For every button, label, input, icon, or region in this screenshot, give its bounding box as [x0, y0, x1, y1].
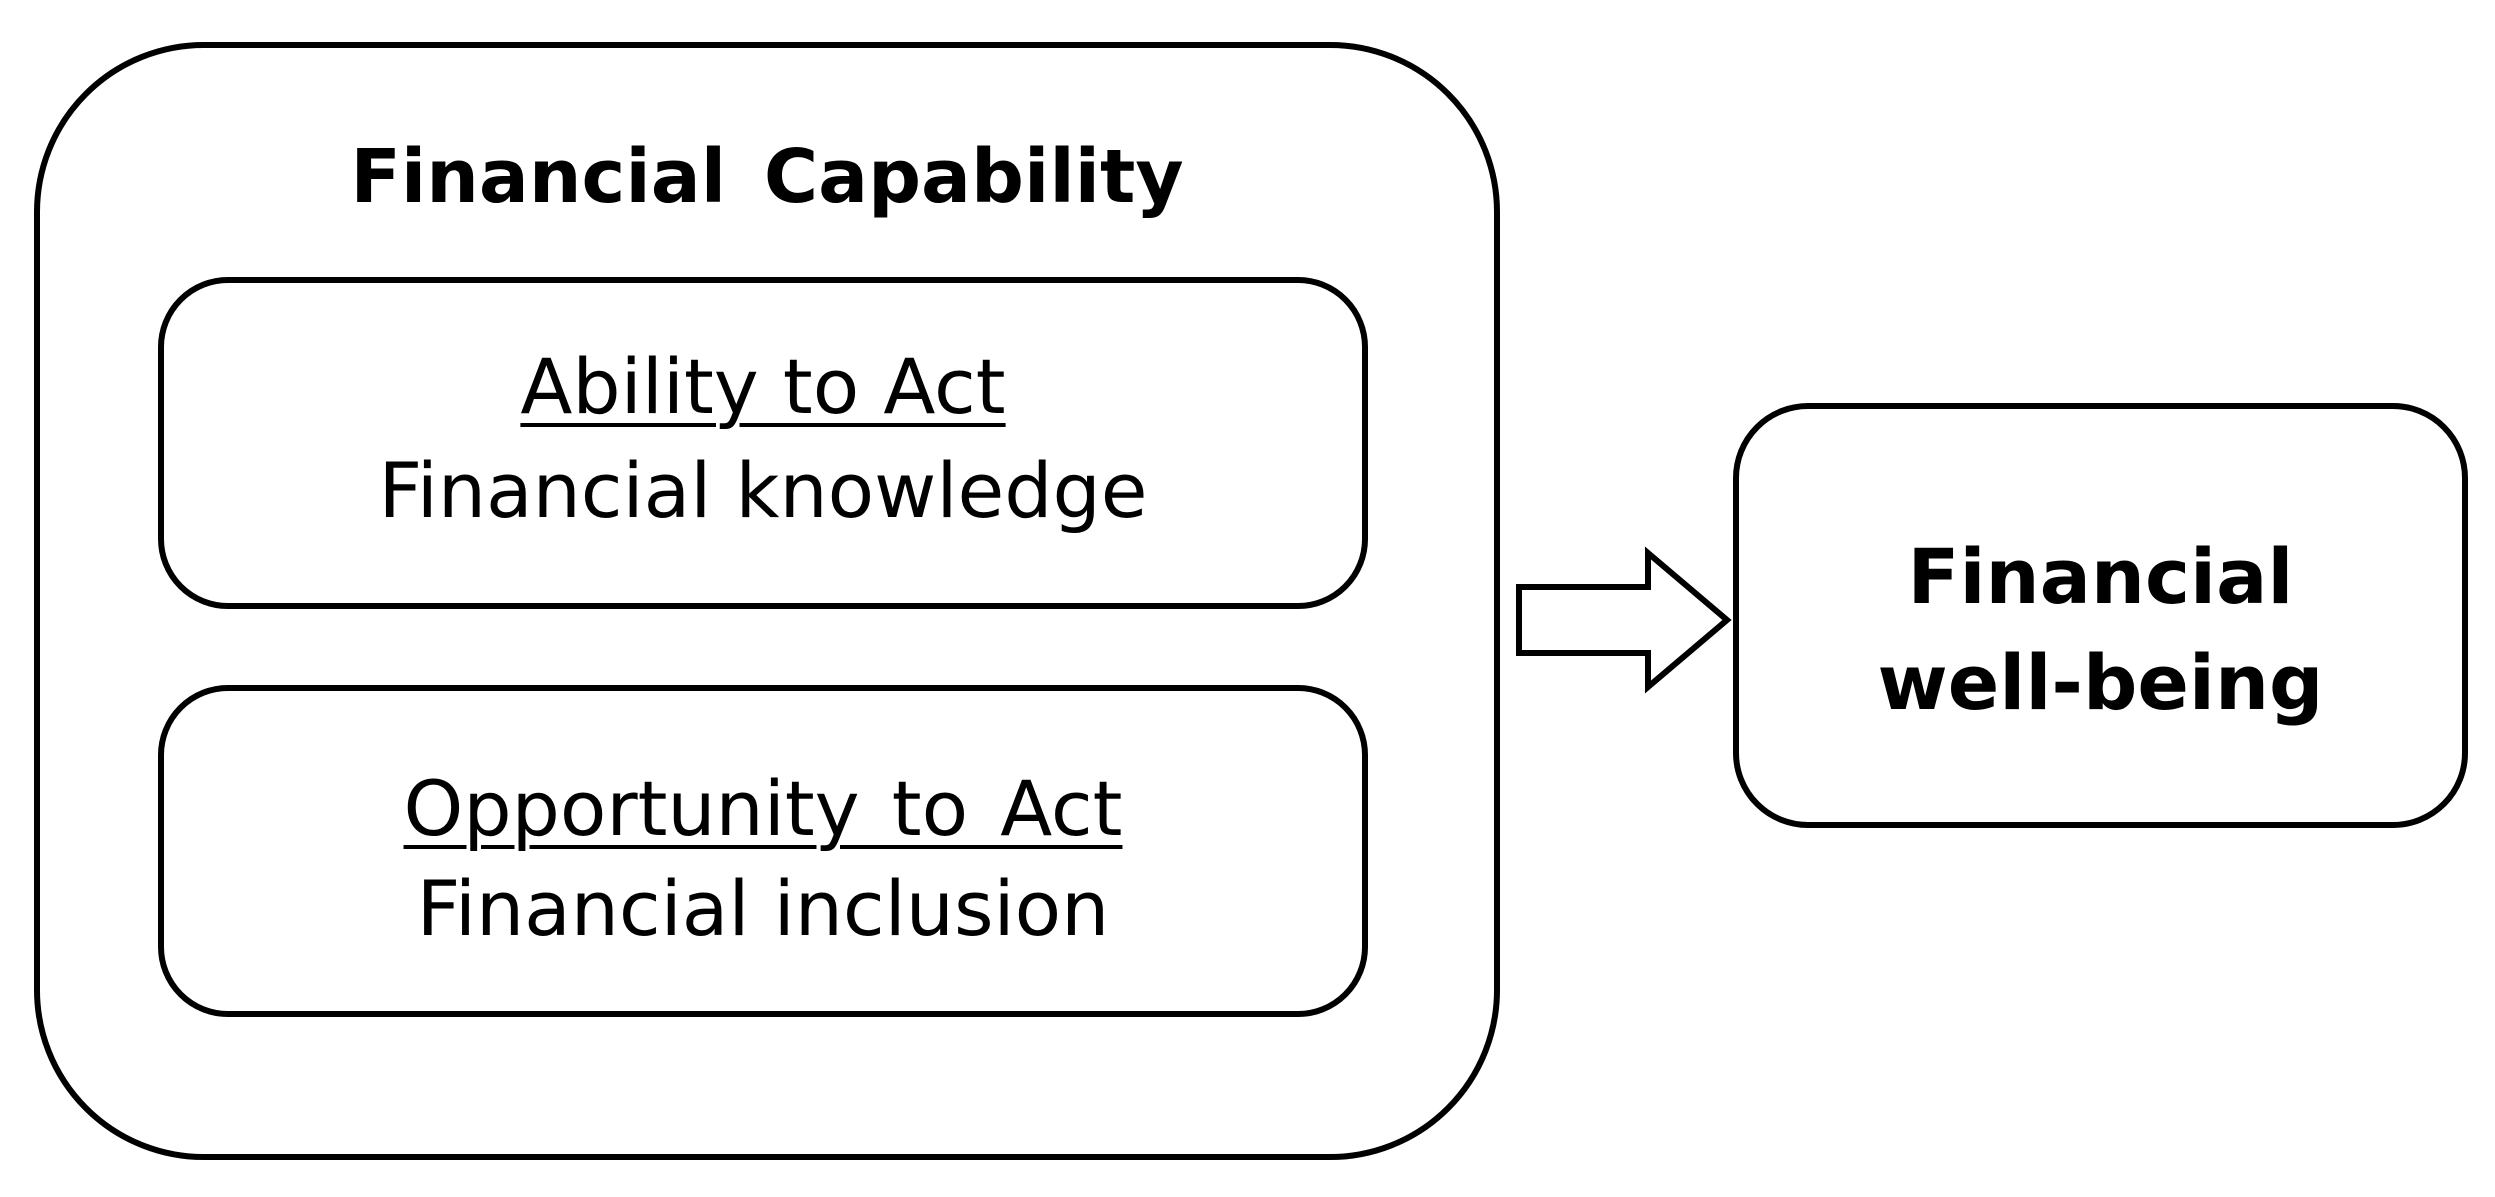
financial-capability-title: Financial Capability [350, 134, 1184, 220]
financial-knowledge-label: Financial knowledge [378, 446, 1148, 535]
block-arrow-right-icon [1516, 546, 1732, 694]
outcome-line-1: Financial [1907, 532, 2294, 621]
outcome-line-2: well-being [1877, 638, 2324, 727]
financial-well-being-box: Financial well-being [1733, 403, 2468, 828]
opportunity-to-act-heading: Opportunity to Act [403, 764, 1123, 853]
ability-to-act-box: Ability to Act Financial knowledge [158, 277, 1368, 609]
financial-inclusion-label: Financial inclusion [416, 864, 1110, 953]
financial-well-being-label: Financial well-being [1739, 524, 2462, 736]
opportunity-to-act-box: Opportunity to Act Financial inclusion [158, 685, 1368, 1017]
ability-to-act-heading: Ability to Act [520, 342, 1006, 431]
